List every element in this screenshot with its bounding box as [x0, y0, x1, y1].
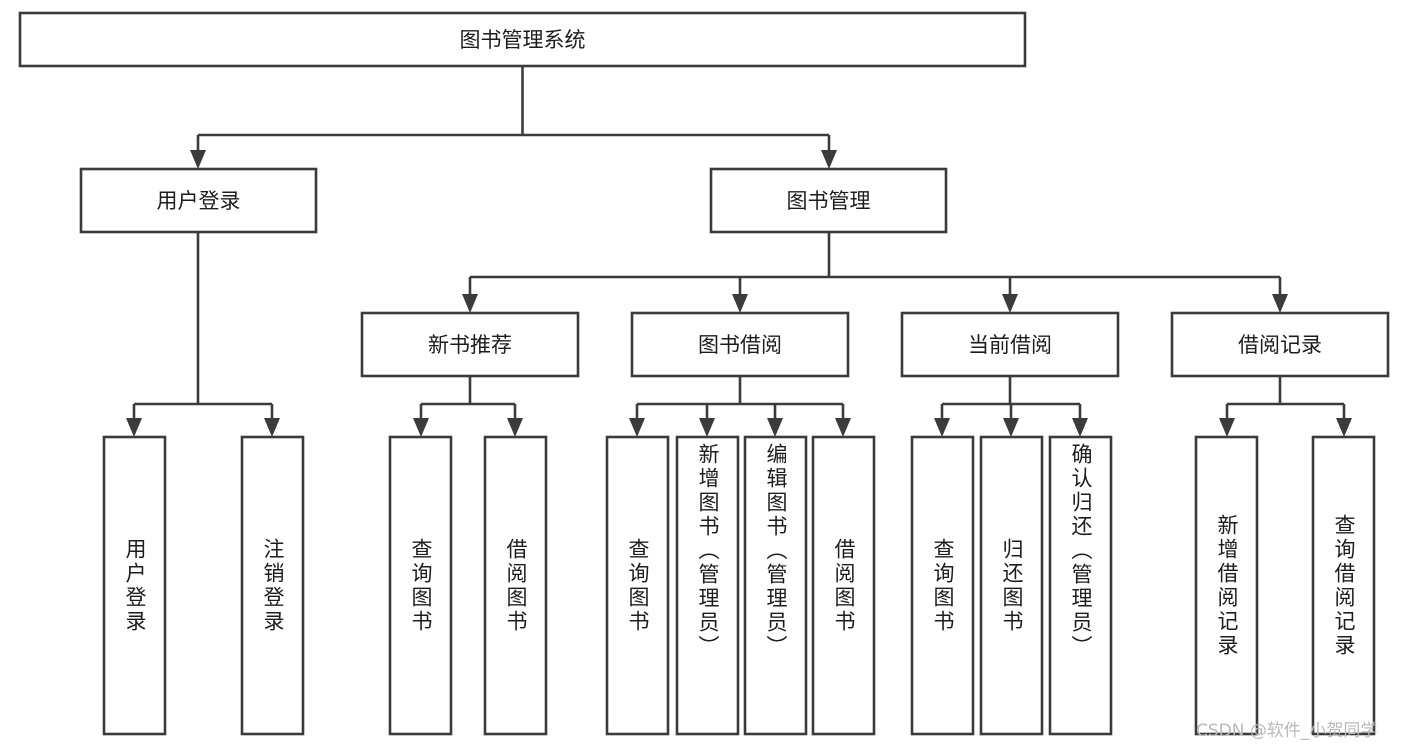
node-leaf-add-book-box[interactable]: [675, 435, 740, 736]
node-leaf-query-record-box[interactable]: [1311, 435, 1376, 736]
node-leaf-query-book-cb-box[interactable]: [910, 435, 975, 736]
node-leaf-edit-book-box[interactable]: [743, 435, 808, 736]
node-leaf-return-book-box[interactable]: [979, 435, 1044, 736]
arrowhead-new-book: [462, 294, 478, 313]
edges-root-to-level2: [190, 66, 837, 169]
arrowhead-user-login: [190, 150, 206, 169]
arrowhead-cb-leaf-0: [934, 418, 950, 437]
arrowhead-bb-leaf-1: [699, 418, 715, 437]
arrowhead-cb-leaf-1: [1003, 418, 1019, 437]
node-user-login-label: 用户登录: [157, 189, 241, 213]
arrowhead-borrow-record: [1272, 294, 1288, 313]
arrowhead-current-borrow: [1002, 294, 1018, 313]
node-leaf-query-book-nb-box[interactable]: [388, 435, 453, 736]
arrowhead-bb-leaf-0: [629, 418, 645, 437]
node-leaf-borrow-book-nb-box[interactable]: [483, 435, 548, 736]
node-new-book-recommend-label: 新书推荐: [428, 333, 512, 357]
arrowhead-bb-leaf-2: [767, 418, 783, 437]
node-leaf-user-login-box[interactable]: [102, 435, 167, 736]
node-new-book-recommend-box[interactable]: [360, 311, 580, 378]
arrowhead-bb-leaf-3: [835, 418, 851, 437]
arrowhead-nb-leaf-0: [413, 418, 429, 437]
arrowhead-book-borrow: [732, 294, 748, 313]
csdn-watermark: CSDN @软件_小贺同学: [1196, 721, 1378, 741]
edges-user-login-to-leaves: [126, 232, 280, 437]
node-current-borrow-label: 当前借阅: [968, 333, 1052, 357]
node-book-manage-box[interactable]: [709, 167, 948, 234]
node-book-borrow-box[interactable]: [630, 311, 850, 378]
arrowhead-cb-leaf-2: [1072, 418, 1088, 437]
node-borrow-record-box[interactable]: [1170, 311, 1390, 378]
arrowhead-ul-leaf-0: [126, 418, 142, 437]
node-leaf-add-record-box[interactable]: [1194, 435, 1259, 736]
node-current-borrow-box[interactable]: [900, 311, 1120, 378]
edges-book-borrow-to-leaves: [629, 376, 851, 437]
node-leaf-logout-box[interactable]: [240, 435, 305, 736]
node-root-box[interactable]: [18, 11, 1027, 68]
node-user-login-box[interactable]: [79, 167, 318, 234]
node-leaf-confirm-return-box[interactable]: [1048, 435, 1113, 736]
node-book-borrow-label: 图书借阅: [698, 333, 782, 357]
arrowhead-br-leaf-0: [1219, 418, 1235, 437]
node-borrow-record-label: 借阅记录: [1238, 333, 1322, 357]
edges-book-manage-to-level3: [462, 232, 1288, 313]
arrowhead-book-manage: [821, 150, 837, 169]
node-leaf-borrow-book-bb-box[interactable]: [811, 435, 876, 736]
arrowhead-br-leaf-1: [1336, 418, 1352, 437]
arrowhead-ul-leaf-1: [264, 418, 280, 437]
edges-new-book-to-leaves: [413, 376, 523, 437]
edges-borrow-record-to-leaves: [1219, 376, 1352, 437]
arrowhead-nb-leaf-1: [507, 418, 523, 437]
edges-current-borrow-to-leaves: [934, 376, 1088, 437]
node-root-label: 图书管理系统: [460, 28, 586, 52]
node-book-manage-label: 图书管理: [787, 189, 871, 213]
node-leaf-query-book-bb-box[interactable]: [605, 435, 670, 736]
